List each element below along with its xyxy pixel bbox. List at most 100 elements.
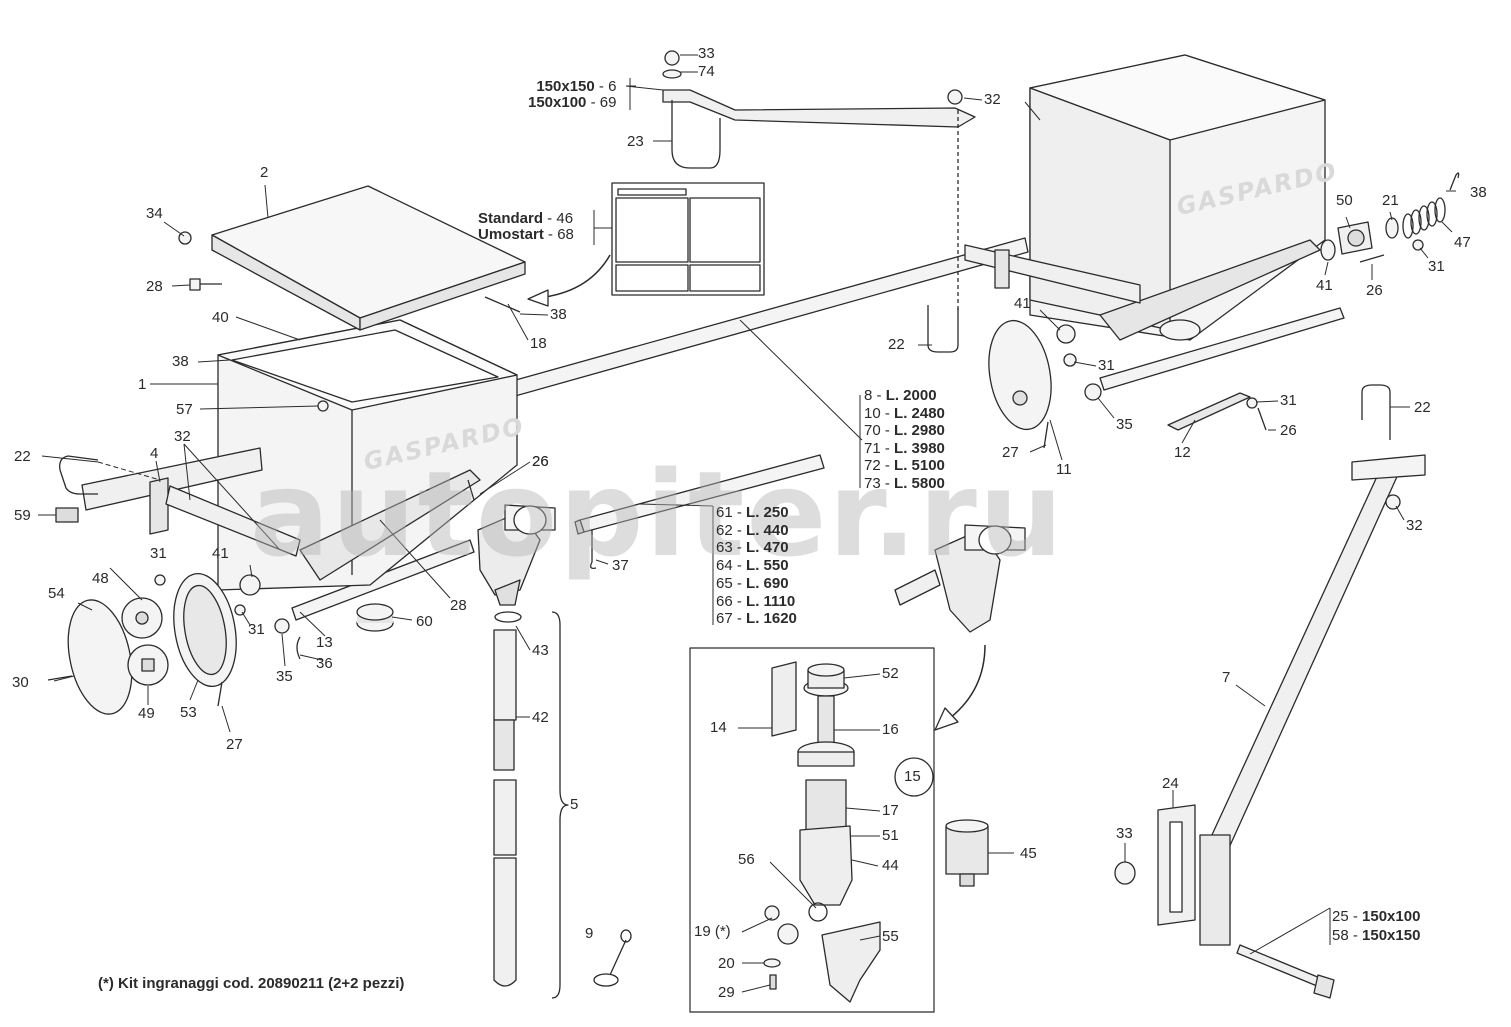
callout-29: 29 xyxy=(718,984,735,1001)
callout-54: 54 xyxy=(48,585,65,602)
callout-22b: 22 xyxy=(888,336,905,353)
u-bolt-22-mid xyxy=(927,305,959,353)
callout-53: 53 xyxy=(180,704,197,721)
variant-sep: - xyxy=(586,94,600,111)
arrow-to-lid xyxy=(544,254,611,298)
variant-part: 68 xyxy=(557,226,574,243)
pin-37 xyxy=(590,530,597,570)
callout-30: 30 xyxy=(12,674,29,691)
detail-parts xyxy=(763,661,881,1003)
variant-part: 6 xyxy=(608,78,617,95)
rotor-45 xyxy=(945,819,989,887)
leader-lines xyxy=(38,54,1456,993)
bearing-50 xyxy=(1337,221,1373,255)
callout-20: 20 xyxy=(718,955,735,972)
variant-row: 58 - 150x150 xyxy=(1332,926,1420,945)
variant-sep: - xyxy=(872,387,886,404)
hex-shaft-right xyxy=(1099,307,1345,391)
variant-len: L. 2980 xyxy=(894,422,945,440)
callout-32c: 32 xyxy=(1406,517,1423,534)
variant-spec: Umostart xyxy=(478,226,544,243)
variant-row: 8 - L. 2000 xyxy=(864,387,945,405)
variant-sep: - xyxy=(543,210,557,227)
callout-31e: 31 xyxy=(1428,258,1445,275)
callout-52: 52 xyxy=(882,665,899,682)
variant-part: 71 xyxy=(864,439,881,457)
callout-4: 4 xyxy=(150,445,159,462)
variant-spec: 150x100 xyxy=(1362,908,1421,925)
callout-15: 15 xyxy=(904,768,921,785)
callout-57: 57 xyxy=(176,401,193,418)
callout-33a: 33 xyxy=(698,45,715,62)
variant-len: L. 470 xyxy=(746,539,789,557)
callout-28a: 28 xyxy=(146,278,163,295)
variant-part: 58 xyxy=(1332,927,1349,944)
variant-sep: - xyxy=(1348,908,1363,925)
variant-row: 66 - L. 1110 xyxy=(716,593,797,611)
nut-31-far xyxy=(1412,239,1424,251)
end-cap-59 xyxy=(55,507,79,523)
callout-31d: 31 xyxy=(1280,392,1297,409)
brace-5 xyxy=(551,611,569,999)
variant-part: 70 xyxy=(864,422,881,440)
variant-part: 8 xyxy=(864,387,873,404)
variant-len: L. 440 xyxy=(746,521,789,539)
variant-row: Umostart - 68 xyxy=(478,227,574,243)
callout-22a: 22 xyxy=(14,448,31,465)
bolt-26-plate xyxy=(1257,407,1267,431)
variant-row: 73 - L. 5800 xyxy=(864,475,945,493)
callout-45: 45 xyxy=(1020,845,1037,862)
plate-12 xyxy=(1167,392,1251,431)
callout-1: 1 xyxy=(138,376,147,393)
variant-part: 10 xyxy=(864,404,881,422)
callout-34: 34 xyxy=(146,205,163,222)
callout-27b: 27 xyxy=(1002,444,1019,461)
callout-47: 47 xyxy=(1454,234,1471,251)
variant-part: 66 xyxy=(716,592,733,610)
hopper-left xyxy=(217,319,518,591)
variant-row: 65 - L. 690 xyxy=(716,575,797,593)
bolt-27-right xyxy=(1043,421,1049,449)
variant-sep: - xyxy=(732,574,747,592)
variant-sep: - xyxy=(543,226,558,243)
variant-sep: - xyxy=(880,422,895,440)
bolt-27-left xyxy=(217,681,223,707)
variant-part: 65 xyxy=(716,574,733,592)
pin-38-right xyxy=(1449,172,1460,191)
u-bolt-22-right xyxy=(1361,384,1391,440)
callout-38c: 38 xyxy=(1470,184,1487,201)
plug-57 xyxy=(317,400,329,412)
variant-sep: - xyxy=(732,610,747,628)
short-drive-shaft xyxy=(574,454,825,535)
callout-55: 55 xyxy=(882,928,899,945)
callout-48: 48 xyxy=(92,570,109,587)
variant-spec: Standard xyxy=(478,210,544,227)
bolt-26-right xyxy=(1359,254,1385,263)
variant-sep: - xyxy=(880,457,895,475)
washer-41-left xyxy=(239,574,261,596)
callout-31c: 31 xyxy=(1098,357,1115,374)
callout-43: 43 xyxy=(532,642,549,659)
clamp-24 xyxy=(1157,804,1196,926)
variant-row: 70 - L. 2980 xyxy=(864,422,945,440)
u-bolt-22-left xyxy=(59,455,99,495)
variant-part: 64 xyxy=(716,557,733,575)
variant-sep: - xyxy=(594,78,609,95)
callout-59: 59 xyxy=(14,507,31,524)
washer-21 xyxy=(1385,217,1399,239)
callout-18: 18 xyxy=(530,335,547,352)
callout-74: 74 xyxy=(698,63,715,80)
callout-35b: 35 xyxy=(1116,416,1133,433)
label-sticker xyxy=(611,182,765,296)
variant-row: 72 - L. 5100 xyxy=(864,457,945,475)
callout-17: 17 xyxy=(882,802,899,819)
nut-32-right xyxy=(1385,494,1401,510)
variant-part: 46 xyxy=(556,210,574,227)
bracket-right xyxy=(964,244,1141,304)
callout-26c: 26 xyxy=(1280,422,1297,439)
detail-frame xyxy=(689,647,935,1013)
